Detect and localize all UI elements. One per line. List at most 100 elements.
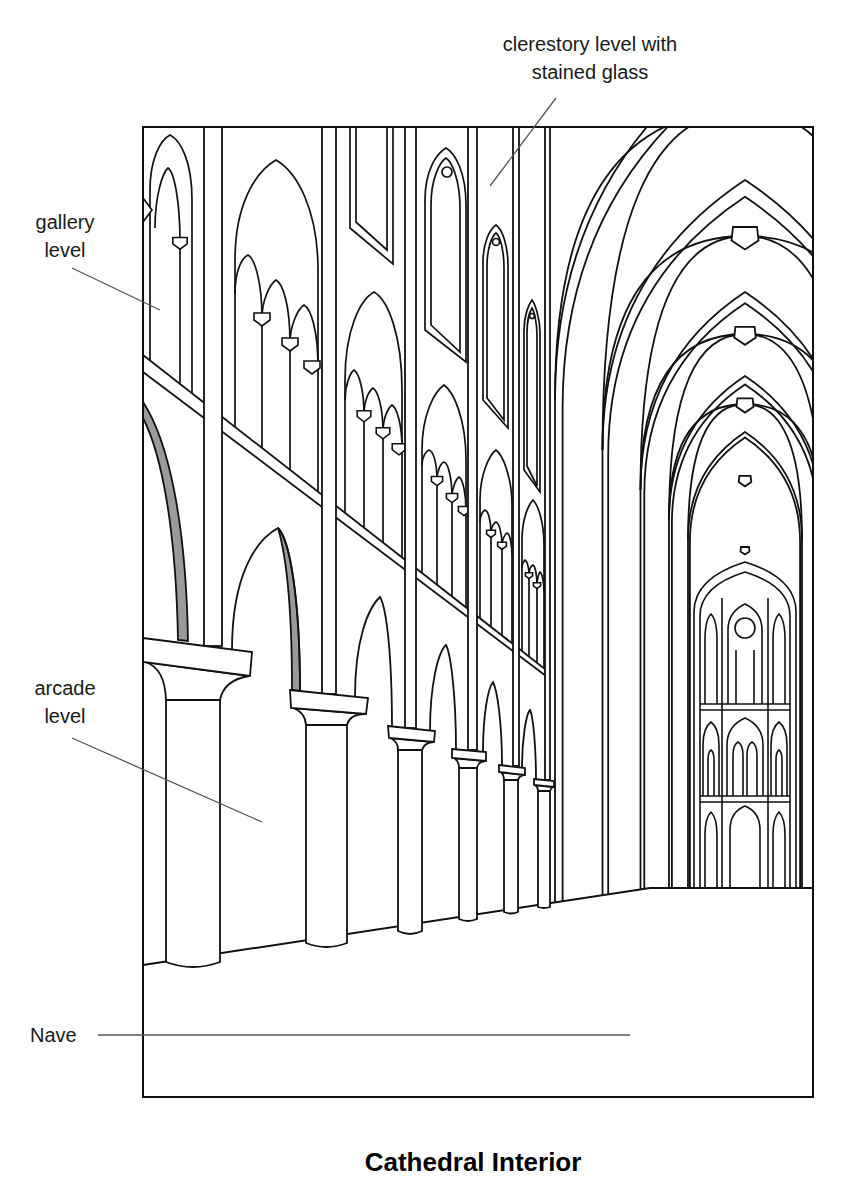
- vault: [688, 432, 802, 888]
- arcade-columns: [538, 791, 550, 908]
- vault: [669, 376, 813, 888]
- end-window: [703, 722, 719, 796]
- gallery-arches: [480, 450, 512, 643]
- part-label: Nave: [30, 1021, 77, 1049]
- end-window: [700, 801, 790, 803]
- end-window: [700, 709, 790, 711]
- gallery-arches: [262, 280, 290, 343]
- gallery-arches: [487, 530, 496, 537]
- frame-ground: [143, 127, 813, 1097]
- end-window: [747, 742, 757, 796]
- end-window: [705, 614, 717, 704]
- end-window: [735, 618, 755, 638]
- vault: [641, 292, 814, 889]
- gallery-arches: [446, 494, 457, 503]
- leader-line: [72, 738, 262, 822]
- vault: [603, 236, 814, 490]
- vault: [555, 127, 813, 450]
- gallery-arches: [254, 313, 270, 326]
- end-window: [721, 598, 723, 888]
- clerestory-windows: [527, 308, 537, 486]
- wall-shafts: [204, 127, 550, 780]
- end-window: [705, 812, 717, 888]
- gallery-arches: [383, 405, 402, 448]
- arcade-columns: [499, 765, 525, 775]
- gallery-arches: [392, 444, 406, 455]
- arcade-arches: [143, 402, 188, 641]
- end-window: [708, 750, 714, 796]
- leader-line: [98, 1034, 630, 1035]
- wall-shafts: [545, 127, 550, 780]
- arcade-columns: [143, 638, 554, 967]
- frame-border: [143, 127, 813, 1097]
- arcade-columns: [534, 779, 554, 787]
- gallery-arches: [290, 305, 318, 368]
- gallery-arches: [150, 135, 192, 393]
- arcade-columns: [143, 638, 252, 676]
- gallery-arches: [282, 338, 298, 351]
- wall-shafts: [468, 127, 477, 750]
- gallery-arches: [173, 238, 187, 250]
- part-label: clerestory level with stained glass: [483, 30, 698, 86]
- end-window: [767, 598, 769, 888]
- wall-shafts: [322, 127, 336, 694]
- gallery-arches: [525, 573, 532, 579]
- gallery-arches: [364, 421, 383, 542]
- arcade-columns: [306, 725, 347, 947]
- vault: [672, 384, 813, 888]
- vault: [555, 127, 813, 902]
- vault: [563, 127, 813, 901]
- gallery-arches: [345, 370, 364, 415]
- end-window: [728, 604, 762, 704]
- vault: [741, 547, 750, 555]
- gallery-arches: [529, 578, 537, 662]
- end-window: [771, 722, 787, 796]
- leader-line: [72, 268, 160, 310]
- arcade-columns: [398, 750, 422, 934]
- floor-line: [143, 888, 813, 965]
- vault: [603, 127, 814, 450]
- end-window: [733, 742, 743, 796]
- leader-line: [490, 98, 556, 186]
- vault: [732, 227, 759, 250]
- clerestory-windows: [493, 239, 500, 246]
- frame-border: [143, 127, 813, 1097]
- end-window: [730, 806, 760, 888]
- gallery-arches: [431, 477, 442, 486]
- end-window: [727, 718, 763, 796]
- arcade-columns: [166, 700, 220, 967]
- clerestory-windows: [524, 300, 540, 492]
- gallery-arches: [498, 542, 507, 549]
- gallery-arches: [155, 168, 180, 242]
- clerestory-windows: [431, 158, 460, 352]
- vault: [603, 180, 814, 895]
- gallery-arches: [522, 500, 544, 668]
- end-window: [776, 750, 782, 796]
- end-window: [736, 650, 754, 704]
- part-label: arcade level: [25, 674, 105, 730]
- vault: [690, 438, 800, 888]
- vault: [555, 127, 813, 902]
- gallery-arches: [345, 292, 402, 557]
- arcade-columns: [290, 690, 368, 714]
- gallery-arches: [357, 411, 371, 422]
- gallery-arches: [533, 583, 540, 589]
- end-window: [700, 703, 790, 705]
- diagram-title: Cathedral Interior: [365, 1145, 582, 1179]
- wall-shafts: [405, 127, 416, 728]
- clerestory-windows: [425, 148, 466, 362]
- gallery-arches: [235, 255, 262, 318]
- clerestory-windows: [442, 167, 452, 177]
- gallery-arches: [235, 160, 318, 492]
- gallery-arches: [491, 537, 502, 635]
- floor-line: [143, 888, 813, 965]
- vault: [736, 398, 753, 412]
- leader-line: [72, 98, 630, 1035]
- clerestory-windows: [530, 314, 535, 319]
- vault: [739, 476, 752, 487]
- clerestory-windows: [487, 233, 504, 420]
- gallery-arches: [304, 361, 320, 374]
- clerestory-windows: [350, 127, 393, 264]
